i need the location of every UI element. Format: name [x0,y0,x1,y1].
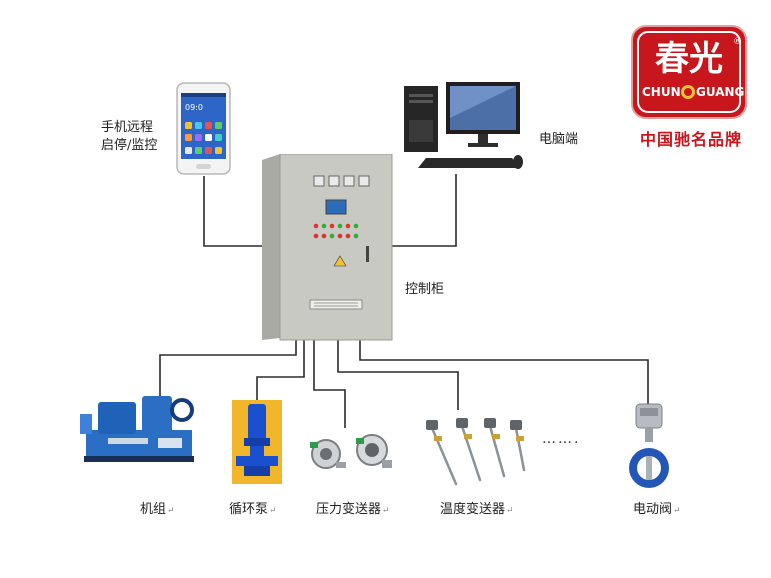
phone-label-line2: 启停/监控 [101,138,158,153]
circulation-pump-icon [232,400,282,484]
line-cabinet-valve [359,340,649,404]
chiller-label: 机组↵ [140,502,175,517]
line-phone-cabinet [203,176,263,247]
pump-label: 循环泵↵ [229,502,277,517]
valve-label: 电动阀↵ [633,502,681,517]
brand-name-cn: 春光 [655,39,723,79]
chiller-unit-icon [80,396,194,462]
smartphone-icon: 09:0 [176,82,231,175]
temperature-label: 温度变送器↵ [440,502,514,517]
desktop-computer-icon [404,82,523,169]
phone-label-line1: 手机远程 [101,120,154,135]
registered-mark: ® [733,37,742,47]
cabinet-label: 控制柜 [405,282,445,297]
electric-valve-icon [629,403,669,488]
brand-line1: CHUN [642,85,681,99]
pressure-transmitter-icon [310,434,392,469]
temperature-transmitter-icon [426,418,526,486]
brand-line2: GUANG [696,85,744,99]
line-cabinet-pressure [313,340,346,428]
pressure-label: 压力变送器↵ [316,502,390,517]
line-cabinet-pump [256,340,305,402]
chunguang-brand-logo: 春光 ® CHUN GUANG [631,25,747,119]
line-cabinet-chiller [159,340,297,397]
phone-clock: 09:0 [185,103,203,112]
more-items-ellipsis: ……. [542,431,581,447]
line-cabinet-temperature [337,340,459,410]
line-computer-cabinet [392,174,457,247]
computer-label: 电脑端 [539,132,579,147]
control-cabinet-icon [262,154,393,341]
brand-slogan: 中国驰名品牌 [639,130,742,149]
